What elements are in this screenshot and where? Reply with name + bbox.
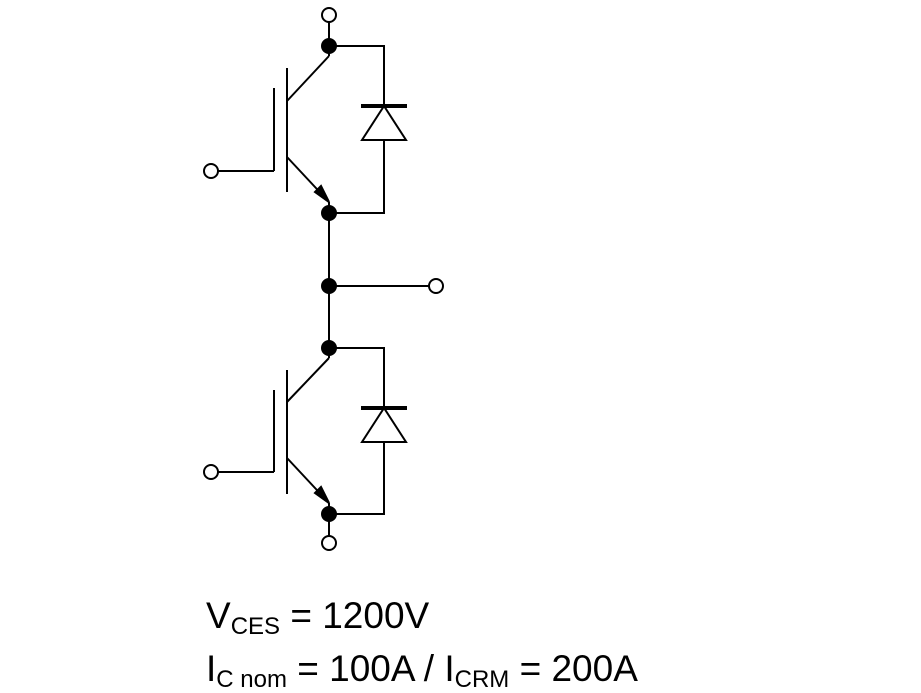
- upper-diode: [329, 45, 408, 214]
- icrm-symbol: I: [444, 648, 455, 689]
- vces-value: = 1200V: [280, 595, 430, 636]
- junction-dot-top: [321, 38, 337, 54]
- ic-nom-value: = 100A /: [286, 648, 445, 689]
- upper-collector-line: [286, 55, 330, 102]
- junction-dot-midpoint: [321, 278, 337, 294]
- output-terminal: [428, 278, 444, 294]
- lower-emitter-arrow-icon: [313, 485, 330, 504]
- upper-igbt: [203, 46, 330, 213]
- upper-emitter-arrow-icon: [313, 184, 330, 203]
- ic-nom-subscript: C nom: [216, 666, 287, 693]
- ic-nom-symbol: I: [206, 648, 217, 689]
- icrm-subscript: CRM: [454, 666, 510, 693]
- vces-rating: VCES = 1200V: [206, 595, 430, 639]
- lower-gate-terminal: [203, 464, 219, 480]
- lower-igbt: [203, 348, 330, 514]
- junction-dot-lower-collector: [321, 340, 337, 356]
- upper-gate-terminal: [203, 163, 219, 179]
- junction-dot-upper-emitter: [321, 205, 337, 221]
- bottom-terminal: [321, 535, 337, 551]
- lower-diode-triangle-icon: [360, 406, 408, 443]
- icrm-value: = 200A: [509, 648, 638, 689]
- lower-collector-line: [286, 357, 330, 403]
- lower-diode: [329, 347, 408, 515]
- upper-diode-triangle-icon: [360, 104, 408, 141]
- vces-symbol: V: [206, 595, 231, 636]
- vces-subscript: CES: [230, 613, 281, 640]
- top-terminal: [321, 7, 337, 23]
- current-rating: IC nom = 100A / ICRM = 200A: [206, 648, 638, 692]
- junction-dot-bottom: [321, 506, 337, 522]
